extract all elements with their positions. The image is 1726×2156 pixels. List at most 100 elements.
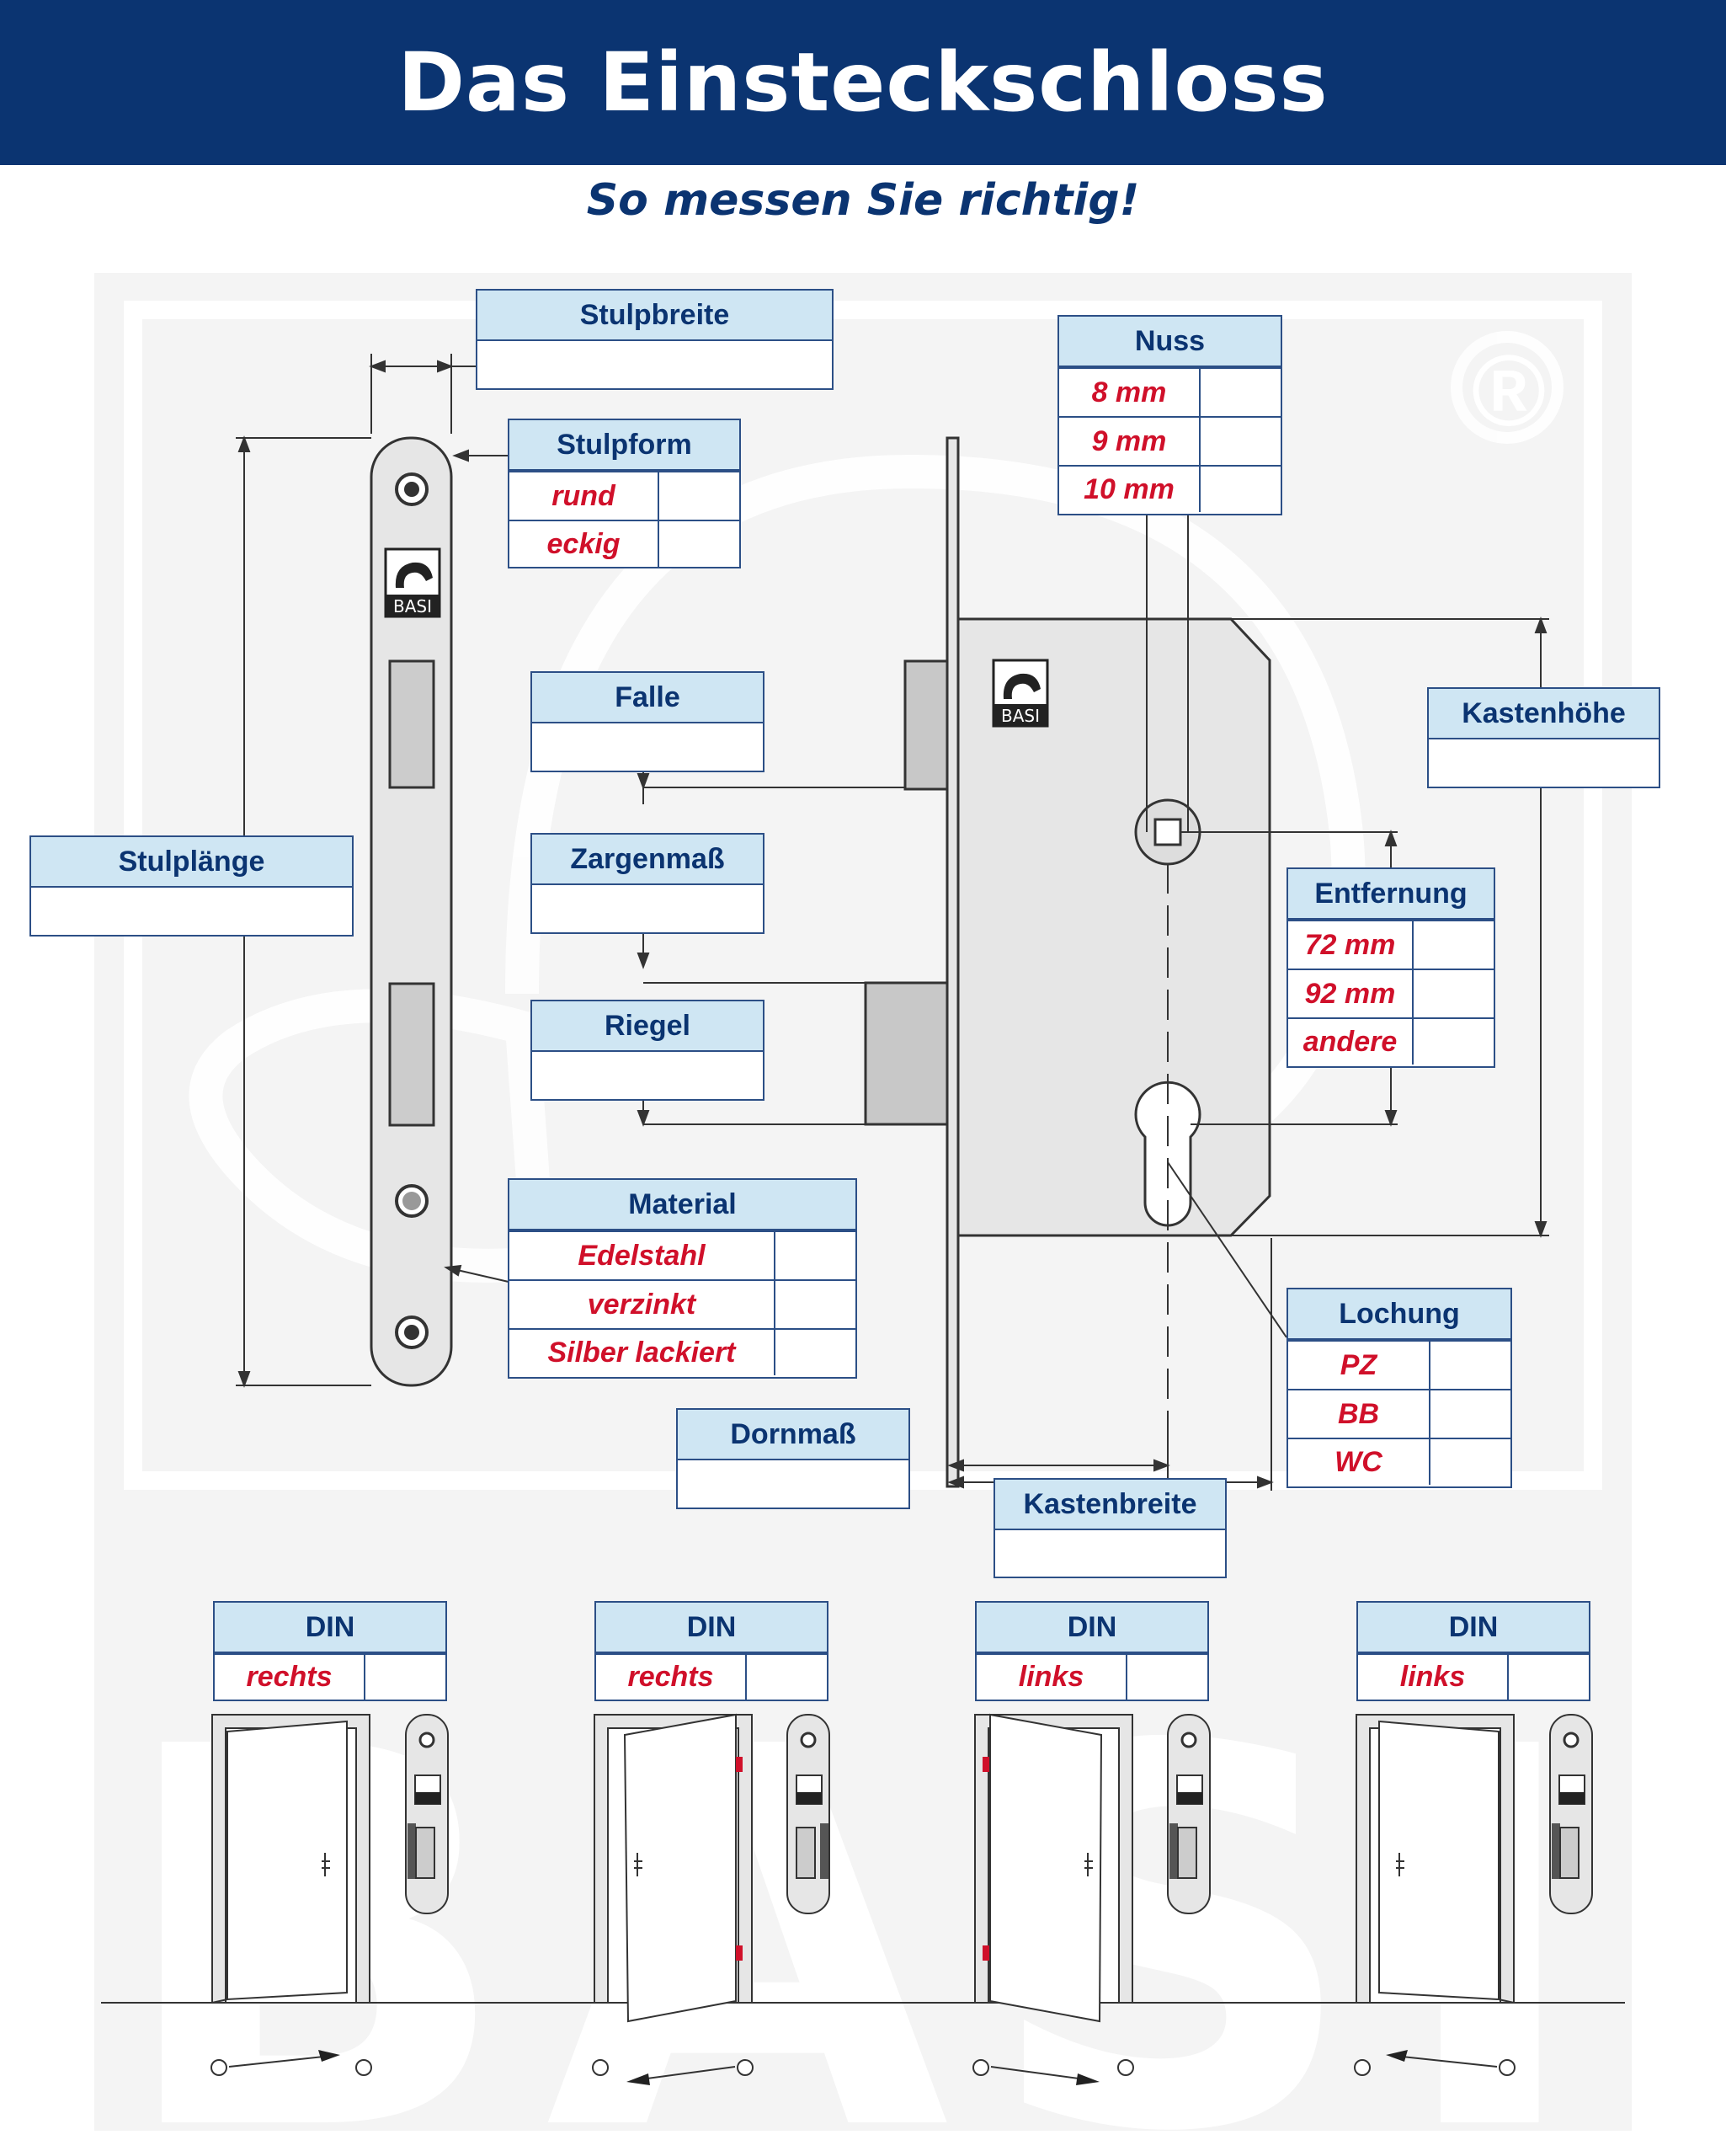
kastenbreite-field[interactable] bbox=[995, 1530, 1225, 1577]
material-checkbox[interactable] bbox=[775, 1232, 855, 1279]
door-illustration-3 bbox=[972, 1713, 1211, 2085]
material-option-label: Edelstahl bbox=[509, 1232, 775, 1279]
door-illustration-4 bbox=[1354, 1714, 1593, 2076]
din-option-label: rechts bbox=[596, 1655, 747, 1700]
basi-logo-faceplate: BASI bbox=[384, 547, 441, 618]
entfernung-label: Entfernung bbox=[1288, 869, 1494, 920]
door-illustration-2 bbox=[592, 1713, 830, 2085]
stulpform-box: Stulpform rund eckig bbox=[508, 419, 741, 568]
stulpform-option-label: eckig bbox=[509, 521, 659, 567]
din-label: DIN bbox=[215, 1603, 445, 1653]
stulpform-option-row: rund bbox=[509, 471, 739, 520]
material-label: Material bbox=[509, 1180, 855, 1230]
material-option-label: Silber lackiert bbox=[509, 1330, 775, 1375]
zargenmass-field[interactable] bbox=[532, 885, 763, 932]
din-option-row: rechts bbox=[215, 1653, 445, 1700]
entfernung-option-row: 92 mm bbox=[1288, 969, 1494, 1017]
lochung-option-row: WC bbox=[1288, 1438, 1510, 1485]
din-label: DIN bbox=[596, 1603, 827, 1653]
zargenmass-box: Zargenmaß bbox=[530, 833, 764, 934]
din-box-3: DIN links bbox=[975, 1601, 1209, 1701]
din-label: DIN bbox=[977, 1603, 1207, 1653]
stulpform-checkbox[interactable] bbox=[659, 521, 739, 567]
entfernung-checkbox[interactable] bbox=[1414, 921, 1494, 969]
stulplaenge-field[interactable] bbox=[31, 888, 352, 935]
basi-logo-lock: BASI bbox=[992, 659, 1049, 728]
riegel-field[interactable] bbox=[532, 1052, 763, 1099]
nuss-checkbox[interactable] bbox=[1201, 369, 1281, 416]
nuss-box: Nuss 8 mm 9 mm 10 mm bbox=[1057, 315, 1282, 515]
registered-mark: ® bbox=[1472, 334, 1546, 447]
entfernung-option-label: andere bbox=[1288, 1019, 1414, 1065]
entfernung-option-label: 92 mm bbox=[1288, 970, 1414, 1017]
din-checkbox[interactable] bbox=[1509, 1655, 1589, 1700]
riegel-label: Riegel bbox=[532, 1001, 763, 1052]
kastenhoehe-box: Kastenhöhe bbox=[1427, 687, 1660, 788]
entfernung-option-row: andere bbox=[1288, 1017, 1494, 1065]
nuss-checkbox[interactable] bbox=[1201, 418, 1281, 465]
entfernung-checkbox[interactable] bbox=[1414, 1019, 1494, 1065]
nuss-option-label: 8 mm bbox=[1059, 369, 1201, 416]
lochung-option-row: PZ bbox=[1288, 1340, 1510, 1389]
basi-logo-lock-text: BASI bbox=[1001, 706, 1040, 726]
material-checkbox[interactable] bbox=[775, 1330, 855, 1375]
falle-label: Falle bbox=[532, 673, 763, 723]
din-box-4: DIN links bbox=[1356, 1601, 1590, 1701]
material-checkbox[interactable] bbox=[775, 1281, 855, 1328]
lochung-option-label: PZ bbox=[1288, 1342, 1430, 1389]
lochung-option-row: BB bbox=[1288, 1389, 1510, 1438]
entfernung-option-row: 72 mm bbox=[1288, 920, 1494, 969]
lochung-option-label: BB bbox=[1288, 1390, 1430, 1438]
din-option-row: rechts bbox=[596, 1653, 827, 1700]
lochung-box: Lochung PZ BB WC bbox=[1287, 1288, 1512, 1488]
din-option-label: links bbox=[1358, 1655, 1509, 1700]
din-option-row: links bbox=[1358, 1653, 1589, 1700]
entfernung-option-label: 72 mm bbox=[1288, 921, 1414, 969]
stulpform-option-label: rund bbox=[509, 472, 659, 520]
lochung-label: Lochung bbox=[1288, 1289, 1510, 1340]
stulpform-option-row: eckig bbox=[509, 520, 739, 567]
dornmass-box: Dornmaß bbox=[676, 1408, 910, 1509]
din-box-2: DIN rechts bbox=[594, 1601, 828, 1701]
lochung-option-label: WC bbox=[1288, 1439, 1430, 1485]
dornmass-field[interactable] bbox=[678, 1460, 908, 1508]
entfernung-checkbox[interactable] bbox=[1414, 970, 1494, 1017]
kastenhoehe-field[interactable] bbox=[1429, 739, 1659, 787]
latch bbox=[903, 659, 949, 791]
nuss-option-row: 9 mm bbox=[1059, 416, 1281, 465]
cylinder-hole bbox=[1134, 1081, 1201, 1227]
stulplaenge-box: Stulplänge bbox=[29, 835, 354, 937]
material-option-row: Edelstahl bbox=[509, 1230, 855, 1279]
nuss-option-label: 9 mm bbox=[1059, 418, 1201, 465]
falle-field[interactable] bbox=[532, 723, 763, 771]
nuss-option-row: 8 mm bbox=[1059, 367, 1281, 416]
basi-logo-text: BASI bbox=[393, 596, 432, 616]
stulplaenge-label: Stulplänge bbox=[31, 837, 352, 888]
kastenbreite-label: Kastenbreite bbox=[995, 1480, 1225, 1530]
kastenbreite-box: Kastenbreite bbox=[994, 1478, 1227, 1578]
page-subtitle: So messen Sie richtig! bbox=[586, 175, 1140, 226]
faceplate: BASI bbox=[370, 436, 453, 1387]
stulpbreite-box: Stulpbreite bbox=[476, 289, 834, 390]
lochung-checkbox[interactable] bbox=[1430, 1439, 1510, 1485]
material-option-label: verzinkt bbox=[509, 1281, 775, 1328]
stulpform-checkbox[interactable] bbox=[659, 472, 739, 520]
title-banner: Das Einsteckschloss bbox=[0, 0, 1726, 165]
page-title: Das Einsteckschloss bbox=[397, 35, 1329, 130]
door-illustration-1 bbox=[210, 1714, 449, 2076]
nuss-option-row: 10 mm bbox=[1059, 465, 1281, 512]
din-checkbox[interactable] bbox=[1127, 1655, 1207, 1700]
lochung-checkbox[interactable] bbox=[1430, 1390, 1510, 1438]
stulpbreite-field[interactable] bbox=[477, 341, 832, 388]
nuss-checkbox[interactable] bbox=[1201, 467, 1281, 512]
din-checkbox[interactable] bbox=[365, 1655, 445, 1700]
lock-body: BASI bbox=[864, 436, 1271, 1488]
riegel-box: Riegel bbox=[530, 1000, 764, 1101]
zargenmass-label: Zargenmaß bbox=[532, 835, 763, 885]
kastenhoehe-label: Kastenhöhe bbox=[1429, 689, 1659, 739]
lochung-checkbox[interactable] bbox=[1430, 1342, 1510, 1389]
bolt bbox=[864, 981, 949, 1126]
din-checkbox[interactable] bbox=[747, 1655, 827, 1700]
din-box-1: DIN rechts bbox=[213, 1601, 447, 1701]
